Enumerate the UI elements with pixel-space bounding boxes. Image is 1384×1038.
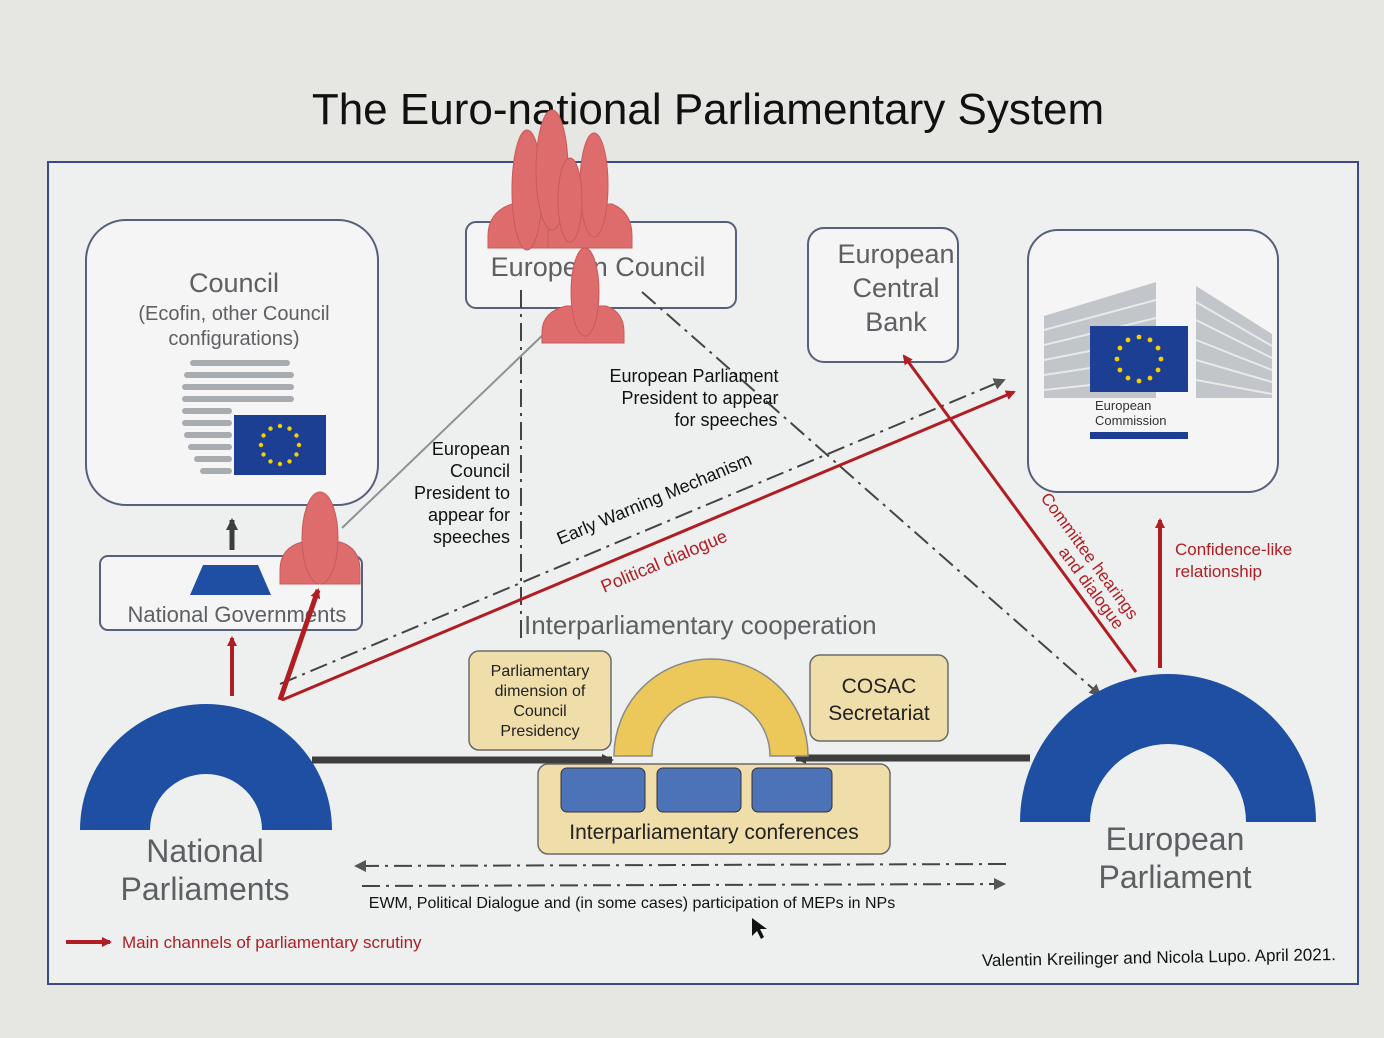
eu-star-icon [1125,337,1131,343]
eu-star-icon [268,459,273,464]
confidence-label-line-2: relationship [1175,562,1262,581]
eu-flag-icon [234,415,326,475]
conference-block-1 [560,767,646,813]
european-parliament-label-line-1: European [1106,821,1245,857]
bottom-link-label: EWM, Political Dialogue and (in some cas… [369,895,895,912]
eu-star-icon [1114,356,1120,362]
ecb-node: European Central Bank [807,227,959,363]
eu-star-icon [1155,367,1161,373]
arrow-np-to-minister [277,588,321,701]
cosac-line-2: Secretariat [828,702,930,725]
parliamentary-dimension-box [468,650,612,751]
eu-star-icon [294,452,299,457]
minister-speaker-icon [279,491,361,585]
commission-node: European Commission [1027,229,1279,493]
eu-star-icon [258,442,264,448]
interparliamentary-cooperation-label: Interparliamentary cooperation [524,610,877,640]
eu-star-icon [261,433,266,438]
eu-star-icon [1158,356,1164,362]
cosac-node: COSAC Secretariat [809,654,949,742]
eu-star-icon [261,452,266,457]
european-parliament-hemicycle-icon [1020,674,1316,822]
conference-block-3 [751,767,833,813]
eu-star-icon [277,461,283,467]
council-logo-icon [182,360,294,474]
arrow-political-dialogue [281,390,1016,702]
eu-star-icon [1155,345,1161,351]
ecb-label-line-2: Central [852,273,939,303]
european-council-members-icon [487,109,633,344]
ng-to-ec-connector [341,329,549,529]
eu-star-icon [1136,334,1142,340]
bottom-link-right [361,878,1006,891]
confidence-label-line-1: Confidence-like [1175,540,1292,559]
legend: Main channels of parliamentary scrutiny [66,933,422,952]
commission-logo-bar [1090,432,1188,439]
ep-president-line [641,291,1102,697]
interparliamentary-conferences-label: Interparliamentary conferences [569,821,858,844]
eu-star-icon [277,423,283,429]
cooperation-hemicycle-icon [613,658,809,757]
bottom-link-left [354,859,1007,872]
parliamentary-dimension-node: Parliamentary dimension of Council Presi… [468,650,612,751]
commission-logo-line-1: European [1095,398,1151,413]
eu-star-icon [1125,375,1131,381]
cosac-box [809,654,949,742]
council-node: Council (Ecofin, other Council configura… [85,219,379,506]
ep-president-label-line-2: President to appear [621,388,778,408]
ec-president-label-line-3: President to [414,483,510,503]
parliamentary-dimension-line-1: Parliamentary [491,663,590,680]
ep-president-label-line-1: European Parliament [609,366,778,386]
diagram-title: The Euro-national Parliamentary System [312,85,1104,134]
ecb-label-line-1: European [837,239,954,269]
parliamentary-dimension-line-3: Council [513,703,566,720]
national-parliaments-label-line-1: National [146,833,263,869]
cosac-line-1: COSAC [842,675,917,698]
commission-eu-flag-icon [1090,326,1188,392]
council-subtitle-line-2: configurations) [168,328,299,350]
eu-star-icon [287,459,292,464]
ecb-label-line-3: Bank [865,307,927,337]
interparliamentary-conferences-node: Interparliamentary conferences [537,763,891,855]
eu-star-icon [1117,367,1123,373]
ec-president-label-line-4: appear for [428,505,510,525]
eu-star-icon [1136,378,1142,384]
legend-label: Main channels of parliamentary scrutiny [122,933,422,952]
ecb-box [807,227,959,363]
council-title: Council [189,268,279,298]
commission-logo-line-2: Commission [1095,413,1167,428]
eu-star-icon [1147,375,1153,381]
eu-star-icon [287,426,292,431]
government-building-icon [190,565,271,595]
parliamentary-dimension-line-4: Presidency [500,723,579,740]
ep-president-label-line-3: for speeches [674,410,777,430]
ec-president-label-line-5: speeches [433,527,510,547]
national-parliaments-label-line-2: Parliaments [121,871,290,907]
eu-star-icon [268,426,273,431]
ec-president-label-line-2: Council [450,461,510,481]
eu-star-icon [296,442,302,448]
parliamentary-dimension-line-2: dimension of [495,683,586,700]
eu-star-icon [294,433,299,438]
eu-star-icon [1147,337,1153,343]
mouse-cursor-icon [752,918,767,939]
council-subtitle-line-1: (Ecofin, other Council [138,303,329,325]
ec-president-label-line-1: European [432,439,510,459]
arrow-committee-hearings [902,354,1138,673]
conference-block-2 [656,767,742,813]
european-parliament-label-line-2: Parliament [1099,859,1252,895]
eu-star-icon [1117,345,1123,351]
national-parliaments-hemicycle-icon [80,704,332,830]
